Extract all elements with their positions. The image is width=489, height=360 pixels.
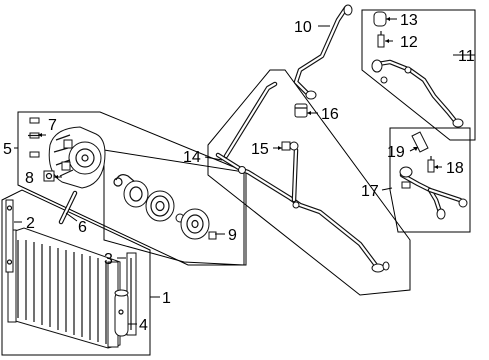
callout-15: 15	[251, 141, 269, 158]
arrow-tip-18	[434, 165, 438, 169]
arrow-tip-19	[413, 147, 418, 151]
suction-hose-box	[389, 127, 471, 233]
arrow-tip-13	[386, 17, 390, 21]
callout-7: 7	[48, 117, 57, 134]
callout-5: 5	[3, 141, 12, 158]
liquid-line-box	[361, 9, 476, 141]
arrow-tip-12	[385, 39, 389, 43]
compressor-group-box	[17, 111, 247, 266]
clutch-group-box	[103, 149, 245, 266]
callout-18: 18	[446, 160, 464, 177]
liquid-line	[371, 59, 464, 128]
cap-part-16	[294, 103, 308, 118]
callout-3: 3	[104, 251, 113, 268]
pressure-switch-part-15	[281, 141, 299, 151]
compressor	[48, 126, 106, 189]
arrow-tip-8	[54, 175, 58, 179]
callout-12: 12	[400, 34, 418, 51]
callout-8: 8	[25, 170, 34, 187]
callout-19: 19	[387, 144, 405, 161]
arrow-tip-16	[307, 111, 311, 115]
callout-6: 6	[78, 219, 87, 236]
valve-part-6	[58, 190, 78, 225]
callout-labels: 1 2 3 4 5 6 7 8 9 10 11 12 13 14 15 16 1…	[3, 12, 475, 334]
valve-part-18	[427, 156, 435, 173]
discharge-line-box	[207, 69, 411, 296]
condenser-group-box	[1, 189, 151, 356]
arrow-tip-15	[278, 146, 282, 150]
receiver-drier	[114, 289, 129, 337]
callout-10: 10	[294, 19, 312, 36]
callout-16: 16	[321, 106, 339, 123]
callout-9: 9	[228, 227, 237, 244]
fitting-part-8	[43, 170, 55, 182]
cap-part-13	[373, 11, 387, 27]
condenser	[7, 227, 121, 349]
bolt-part-7	[28, 117, 40, 158]
discharge-line	[215, 81, 390, 273]
valve-part-19	[411, 131, 429, 153]
valve-part-12	[377, 31, 385, 48]
callout-17: 17	[361, 183, 379, 200]
condenser-bracket	[5, 199, 14, 273]
callout-13: 13	[400, 12, 418, 29]
callout-4: 4	[139, 317, 148, 334]
callout-14: 14	[183, 149, 201, 166]
clutch-assembly	[113, 174, 217, 240]
callout-1: 1	[162, 290, 171, 307]
hose-part-10	[293, 4, 353, 100]
callout-2: 2	[26, 215, 35, 232]
suction-hose	[399, 166, 468, 220]
callout-11: 11	[458, 48, 475, 65]
arrow-tip-7	[38, 133, 42, 137]
